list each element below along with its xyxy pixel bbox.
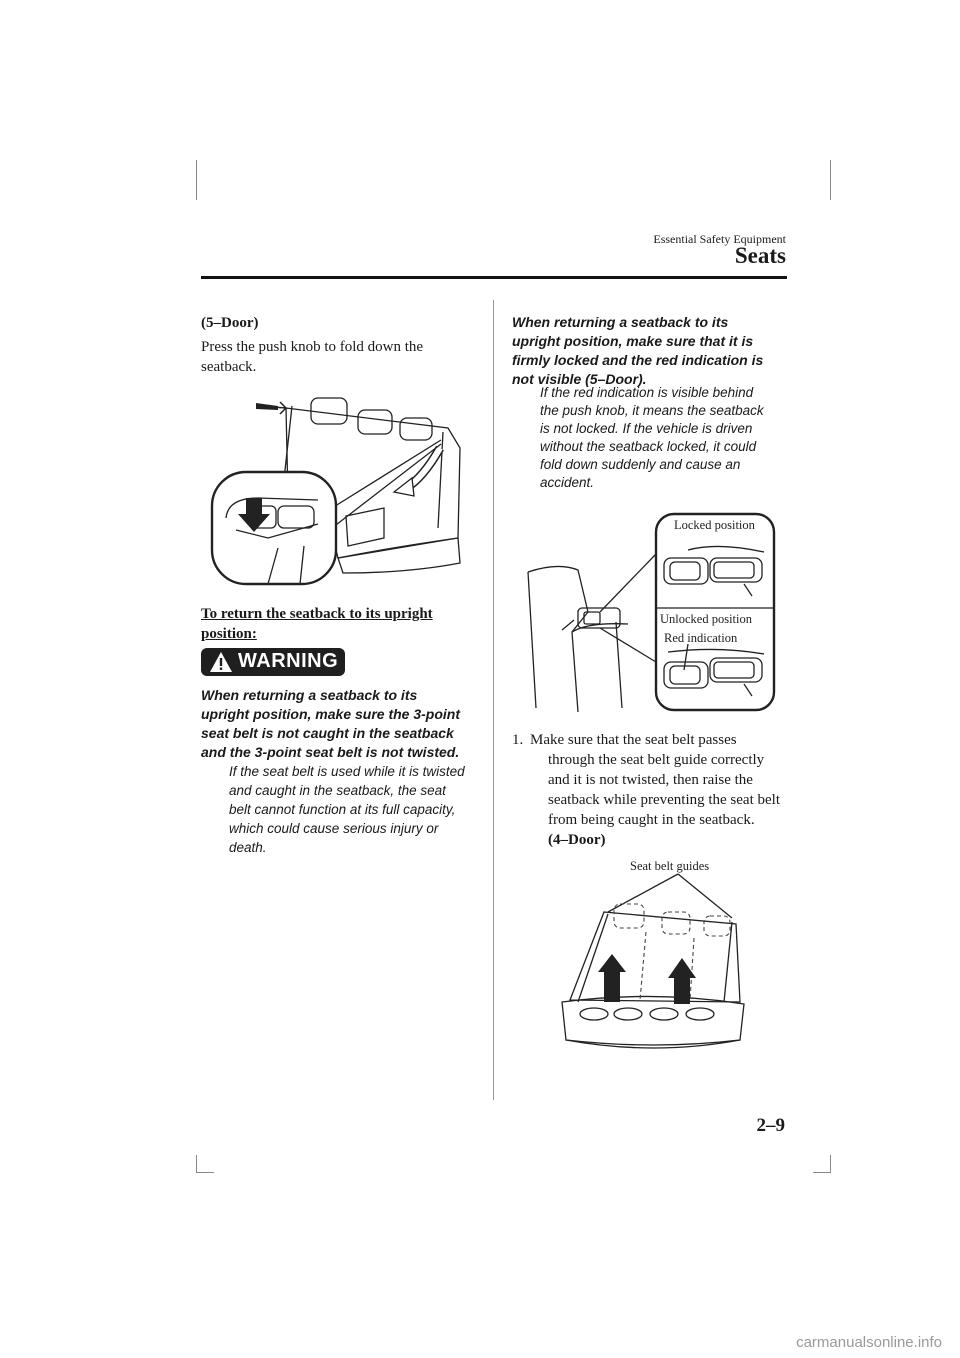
raise-arrow-icon (598, 954, 626, 1002)
step-line-2: through the seat belt guide correctly (548, 752, 765, 768)
caution-body-3: is not locked. If the vehicle is driven (540, 421, 753, 436)
header-rule (201, 276, 787, 279)
column-divider (493, 300, 494, 1100)
caution-bold-2: upright position, make sure that it is (512, 333, 754, 349)
seat-belt-guides-figure (561, 873, 745, 1049)
door-label: (5–Door) (201, 315, 259, 331)
step-line-4: seatback while preventing the seat belt (548, 792, 780, 808)
step-door-label: (4–Door) (548, 832, 606, 848)
crop-mark (813, 1172, 831, 1173)
warning-label: WARNING (238, 650, 339, 672)
intro-line-2: seatback. (201, 359, 257, 375)
warning-bold-3: seat belt is not caught in the seatback (201, 725, 454, 741)
section-title: Essential Safety Equipment (653, 232, 786, 246)
lock-position-figure (527, 512, 776, 712)
warning-bold-2: upright position, make sure the 3-point (201, 706, 461, 722)
caution-body-4: without the seatback locked, it could (540, 439, 757, 454)
unlocked-position-label: Unlocked position (660, 612, 753, 626)
caution-bold-4: not visible (5–Door). (512, 371, 647, 387)
raise-arrow-icon (668, 958, 696, 1004)
step-line-1: Make sure that the seat belt passes (530, 732, 737, 748)
page-title: Seats (734, 243, 786, 268)
locked-position-label: Locked position (674, 518, 755, 532)
subhead-line-2: position: (201, 626, 257, 642)
caution-body-2: the push knob, it means the seatback (540, 403, 764, 418)
warning-bold-4: and the 3-point seat belt is not twisted… (201, 744, 460, 760)
fold-seatback-figure (210, 397, 461, 586)
caution-body-6: accident. (540, 475, 595, 490)
caution-body-1: If the red indication is visible behind (540, 385, 754, 400)
fold-arrow-icon (392, 476, 415, 497)
step-line-5: from being caught in the seatback. (548, 812, 755, 828)
page-number: 2–9 (756, 1115, 786, 1136)
caution-bold-1: When returning a seatback to its (512, 314, 729, 330)
warning-body-2: and caught in the seatback, the seat (229, 783, 446, 798)
warning-body-3: belt cannot function at its full capacit… (229, 802, 456, 817)
crop-mark (830, 1155, 831, 1173)
subhead-line-1: To return the seatback to its upright (201, 606, 433, 622)
warning-body-1: If the seat belt is used while it is twi… (229, 764, 465, 779)
caution-body-5: fold down suddenly and cause an (540, 457, 741, 472)
red-indication-label: Red indication (664, 631, 738, 645)
crop-mark (196, 1172, 214, 1173)
warning-body-5: death. (229, 840, 267, 855)
caution-bold-3: firmly locked and the red indication is (512, 352, 764, 368)
step-number: 1. (512, 732, 524, 748)
step-line-3: and it is not twisted, then raise the (548, 772, 753, 788)
warning-body-4: which could cause serious injury or (229, 821, 439, 836)
crop-mark (196, 160, 197, 200)
intro-line-1: Press the push knob to fold down the (201, 339, 424, 355)
warning-triangle-icon (210, 652, 232, 672)
footer-url: carmanualsonline.info (796, 1334, 942, 1351)
push-knob-arrow-icon (238, 498, 270, 532)
seat-belt-guides-label: Seat belt guides (630, 859, 710, 873)
crop-mark (830, 160, 831, 200)
crop-mark (196, 1155, 197, 1173)
warning-badge: WARNING (201, 648, 345, 676)
warning-bold-1: When returning a seatback to its (201, 687, 418, 703)
